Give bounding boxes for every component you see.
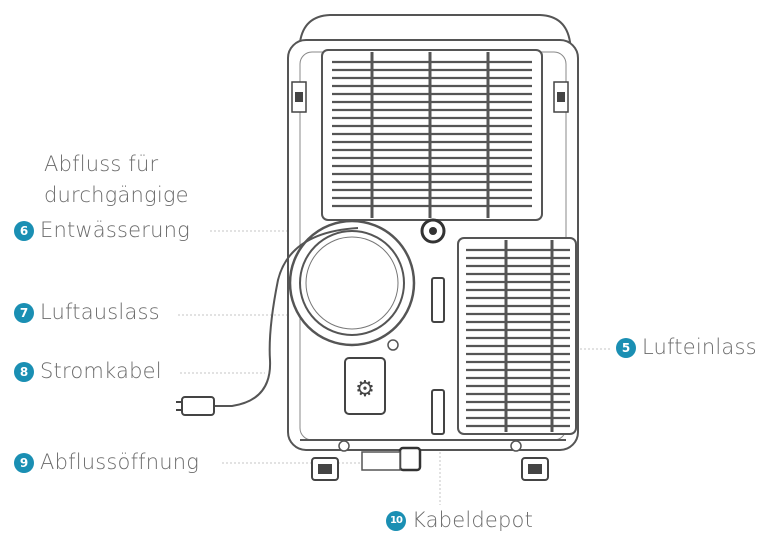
inlet-grille	[457, 237, 577, 435]
power-plug	[181, 396, 215, 416]
svg-text:⚙: ⚙	[355, 377, 375, 402]
power-cord	[214, 227, 359, 407]
power-socket	[344, 357, 386, 415]
label-air-outlet: Luftauslass	[40, 300, 160, 324]
cable-hook-lower	[431, 389, 445, 435]
badge-7: 7	[14, 303, 34, 323]
unit-top-cap	[298, 14, 572, 43]
label-power-cord: Stromkabel	[40, 359, 162, 383]
label-drain-continuous-line3: Entwässerung	[40, 218, 190, 242]
badge-8: 8	[14, 362, 34, 382]
badge-10: 10	[386, 511, 406, 531]
label-cable-storage: Kabeldepot	[412, 508, 534, 532]
label-drain-continuous-line1: Abfluss für	[44, 152, 159, 176]
label-drain-opening: Abflussöffnung	[40, 450, 200, 474]
badge-5: 5	[616, 338, 636, 358]
badge-9: 9	[14, 453, 34, 473]
label-air-inlet: Lufteinlass	[642, 335, 757, 359]
drain-port	[398, 446, 422, 472]
label-drain-continuous-line2: durchgängige	[44, 183, 189, 207]
badge-6: 6	[14, 221, 34, 241]
cable-hook-upper	[431, 277, 445, 323]
